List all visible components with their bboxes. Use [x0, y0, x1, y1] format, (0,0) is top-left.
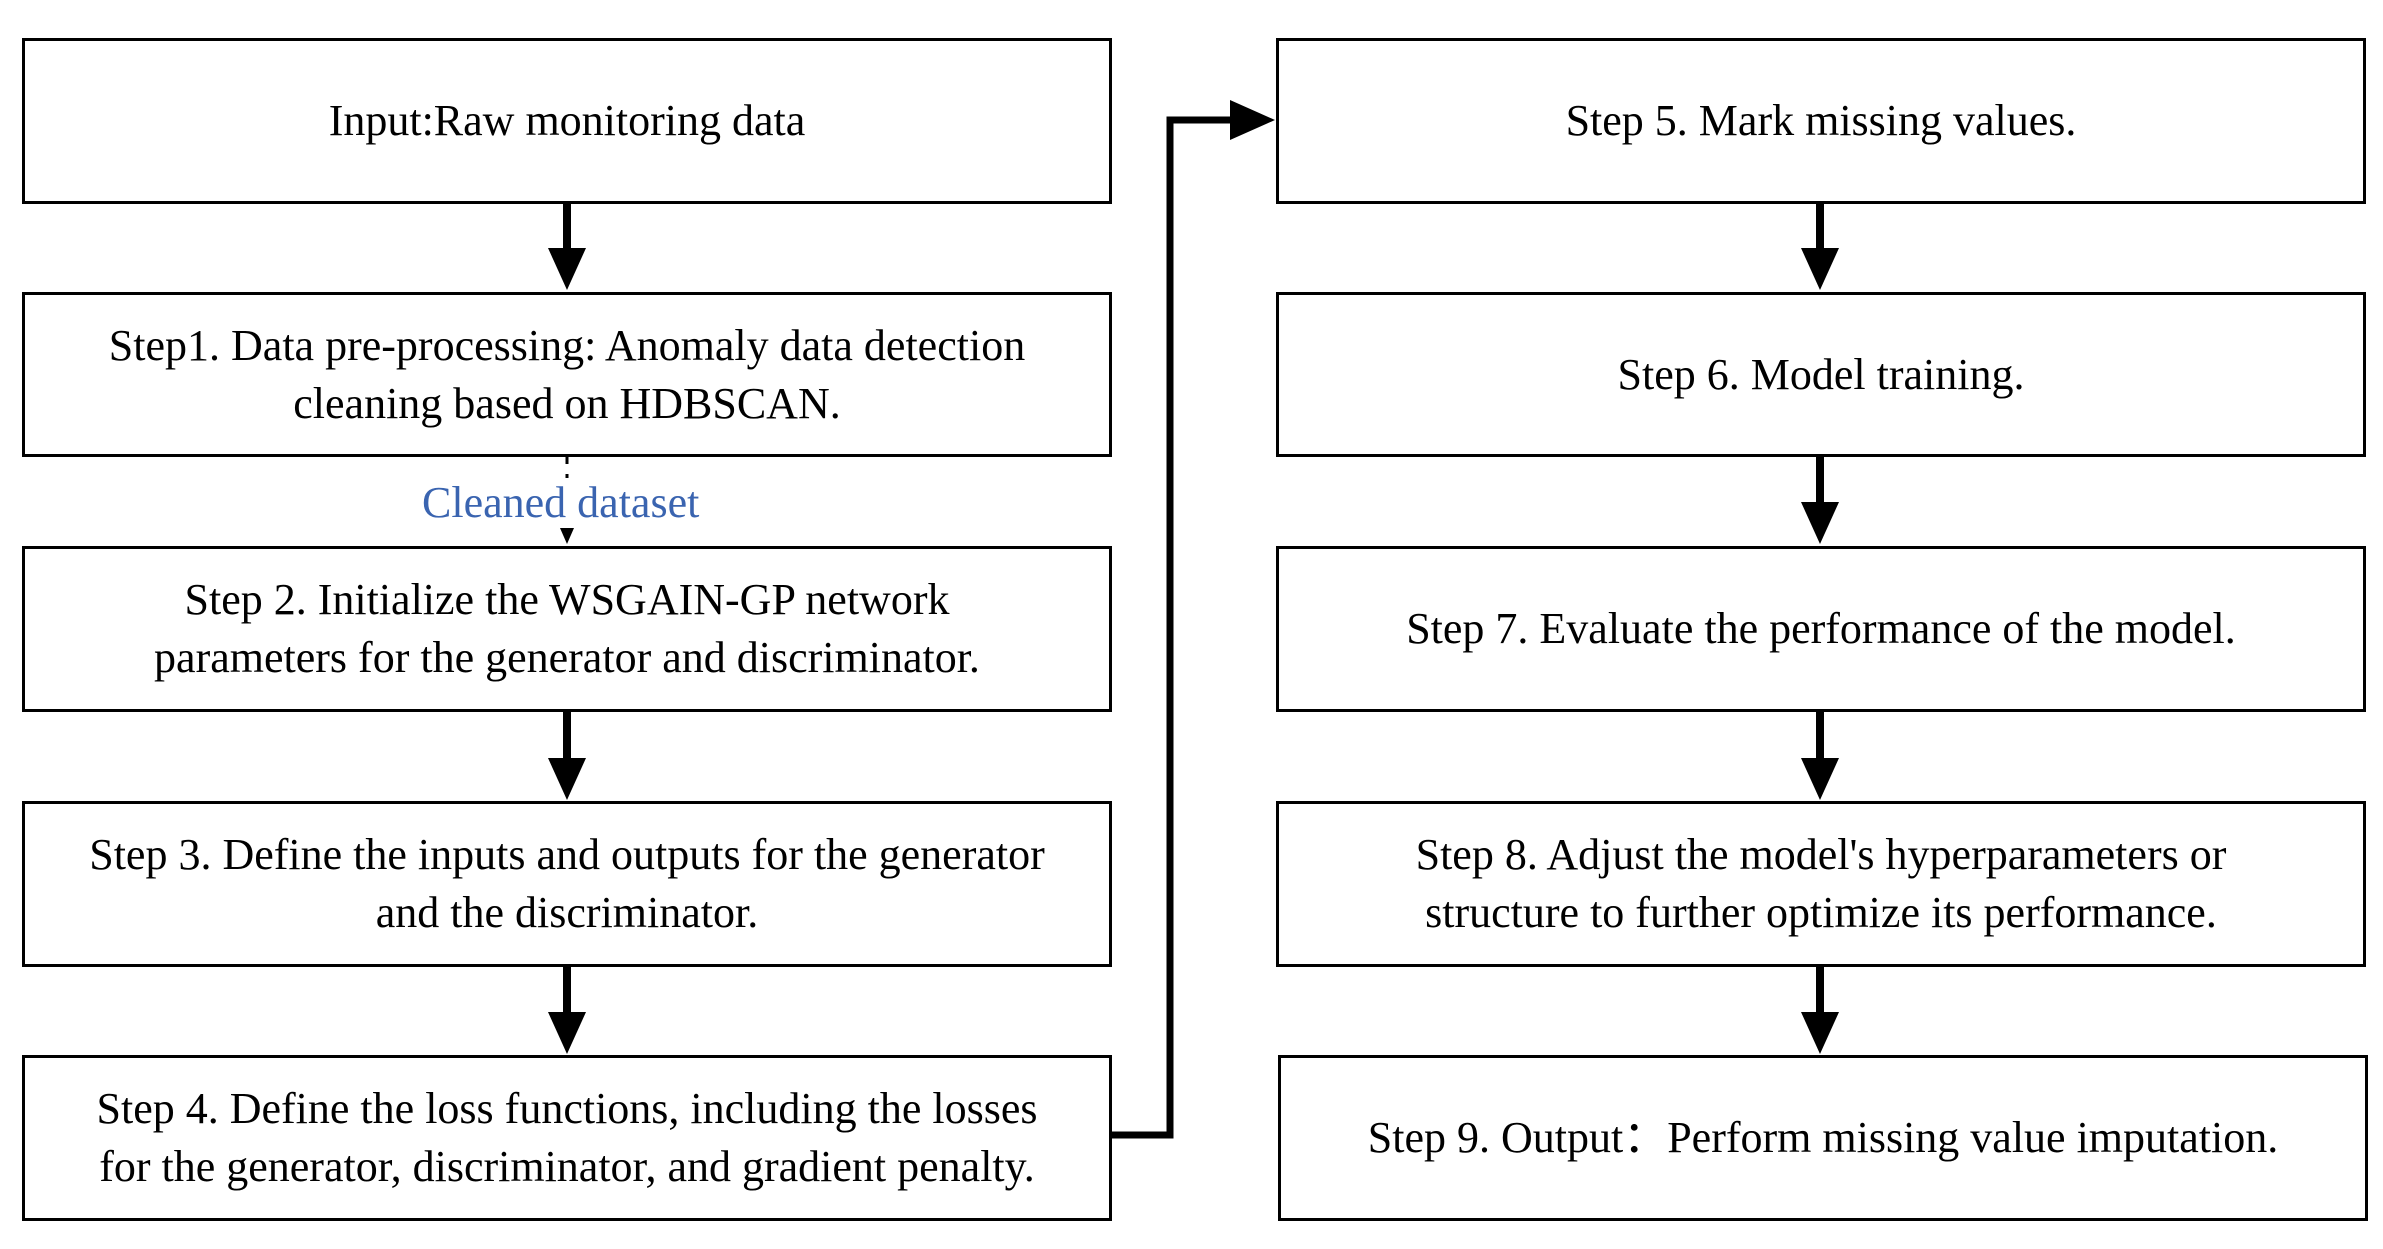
step3-box: Step 3. Define the inputs and outputs fo…	[22, 801, 1112, 967]
arrow-step3-to-step4	[548, 966, 586, 1054]
step4-box-line-1: Step 4. Define the loss functions, inclu…	[96, 1084, 1038, 1133]
arrow-step7-to-step8	[1801, 711, 1839, 800]
step8-box: Step 8. Adjust the model's hyperparamete…	[1276, 801, 2366, 967]
step2-box: Step 2. Initialize the WSGAIN-GP network…	[22, 546, 1112, 712]
step9-box-line-1: Step 9. Output：Perform missing value imp…	[1367, 1113, 2279, 1162]
step5-box-line-1: Step 5. Mark missing values.	[1565, 96, 2077, 145]
step2-box-line-1: Step 2. Initialize the WSGAIN-GP network	[184, 575, 950, 624]
arrow-step4-to-step5	[1110, 100, 1275, 1139]
step5-box: Step 5. Mark missing values.	[1276, 38, 2366, 204]
step1-box-line-1: Step1. Data pre-processing: Anomaly data…	[108, 320, 1026, 370]
step7-box-line-1: Step 7. Evaluate the performance of the …	[1406, 604, 2236, 653]
step9-box: Step 9. Output：Perform missing value imp…	[1278, 1055, 2368, 1221]
step3-box-line-1: Step 3. Define the inputs and outputs fo…	[89, 830, 1045, 879]
step4-box-line-2: for the generator, discriminator, and gr…	[99, 1142, 1035, 1191]
arrow-step5-to-step6	[1801, 203, 1839, 290]
step8-box-line-1: Step 8. Adjust the model's hyperparamete…	[1415, 830, 2227, 879]
arrow-step8-to-step9	[1801, 966, 1839, 1054]
step1-box-line-2: cleaning based on HDBSCAN.	[293, 378, 841, 428]
arrow-step6-to-step7	[1801, 456, 1839, 544]
cleaned-dataset-label: Cleaned dataset	[422, 478, 700, 528]
input-box-line-1: Input:Raw monitoring data	[328, 96, 806, 145]
input-box: Input:Raw monitoring data	[22, 38, 1112, 204]
step2-box-line-2: parameters for the generator and discrim…	[154, 633, 980, 682]
arrow-input-to-step1	[548, 203, 586, 290]
step3-box-line-2: and the discriminator.	[375, 888, 759, 937]
step4-box: Step 4. Define the loss functions, inclu…	[22, 1055, 1112, 1221]
step8-box-line-2: structure to further optimize its perfor…	[1425, 888, 2217, 937]
step6-box-line-1: Step 6. Model training.	[1617, 349, 2025, 399]
step1-box: Step1. Data pre-processing: Anomaly data…	[22, 292, 1112, 457]
step7-box: Step 7. Evaluate the performance of the …	[1276, 546, 2366, 712]
arrow-step2-to-step3	[548, 711, 586, 800]
step6-box: Step 6. Model training.	[1276, 292, 2366, 457]
